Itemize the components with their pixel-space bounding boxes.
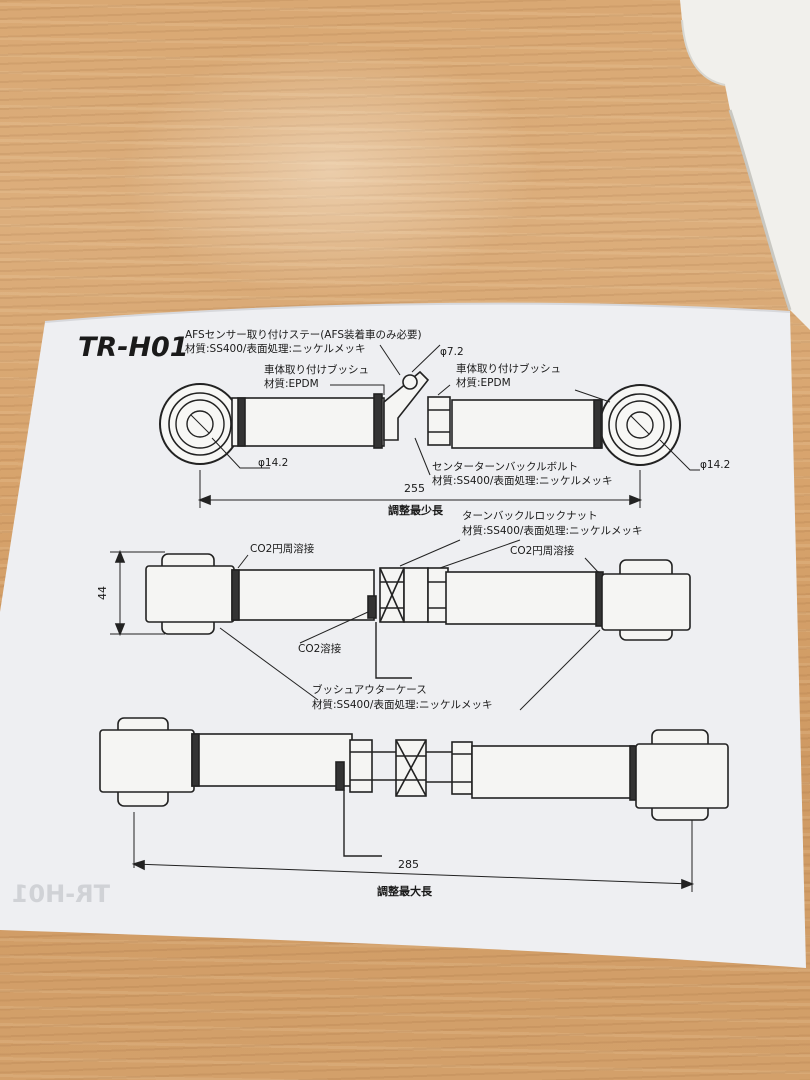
phi-left-label: φ14.2: [258, 457, 288, 469]
bottom-view-drawing: [99, 717, 729, 892]
co2-weld-label: CO2溶接: [298, 642, 342, 655]
phi-7-2-label: φ7.2: [440, 346, 464, 358]
center-bolt-label: センターターンバックルボルト: [432, 461, 578, 473]
afs-stay-label: AFSセンサー取り付けステー(AFS装着車のみ必要): [185, 328, 422, 341]
lock-nut-label: ターンバックルロックナット: [462, 510, 598, 522]
phi-right-label: φ14.2: [700, 459, 730, 471]
bush-right-material: 材質:EPDM: [456, 376, 511, 389]
weld-left-label: CO2円周溶接: [250, 542, 315, 555]
mirrored-watermark-text: TR-H01: [12, 880, 110, 908]
center-bolt-material: 材質:SS400/表面処理:ニッケルメッキ: [432, 474, 612, 487]
top-view-drawing: [159, 344, 700, 508]
white-box-object: [680, 0, 810, 330]
outer-case-label: ブッシュアウターケース: [312, 683, 427, 696]
bush-left-material: 材質:EPDM: [264, 377, 319, 390]
min-length-label: 調整最少長: [388, 503, 444, 517]
middle-view-drawing: [110, 539, 691, 711]
weld-right-label: CO2円周溶接: [510, 544, 575, 557]
max-length-label: 調整最大長: [377, 884, 433, 898]
light-glare: [120, 40, 540, 300]
afs-stay-material: 材質:SS400/表面処理:ニッケルメッキ: [185, 342, 365, 355]
bush-right-label: 車体取り付けブッシュ: [456, 362, 561, 375]
outer-case-material: 材質:SS400/表面処理:ニッケルメッキ: [312, 698, 492, 711]
lock-nut-material: 材質:SS400/表面処理:ニッケルメッキ: [462, 524, 642, 537]
bush-left-label: 車体取り付けブッシュ: [264, 363, 369, 376]
height-value: 44: [96, 586, 109, 600]
max-length-value: 285: [398, 858, 419, 871]
model-title: TR-H01: [78, 332, 189, 363]
min-length-value: 255: [404, 482, 425, 495]
